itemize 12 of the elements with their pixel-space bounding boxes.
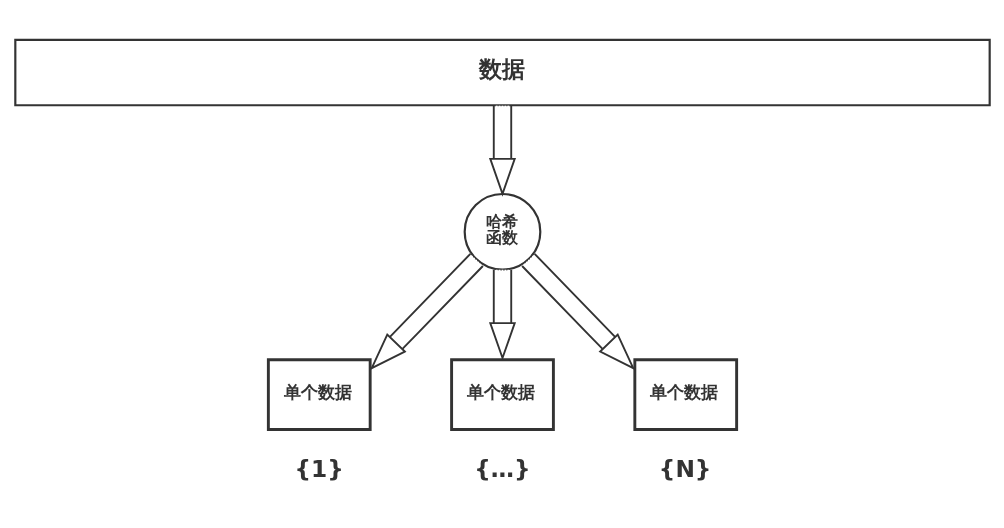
node-label: {N} (658, 454, 711, 482)
node-circle: 哈希函数 (463, 192, 541, 271)
node-box: 单个数据 (266, 357, 372, 431)
arrow (520, 252, 635, 370)
node-box: 单个数据 (632, 357, 738, 431)
node-label: {1} (294, 454, 344, 482)
arrow (369, 252, 484, 370)
node-box: 单个数据 (449, 357, 555, 431)
arrow (488, 268, 516, 361)
node-label: {…} (473, 454, 530, 482)
arrow (488, 104, 516, 197)
node-box: 数据 (13, 38, 991, 106)
